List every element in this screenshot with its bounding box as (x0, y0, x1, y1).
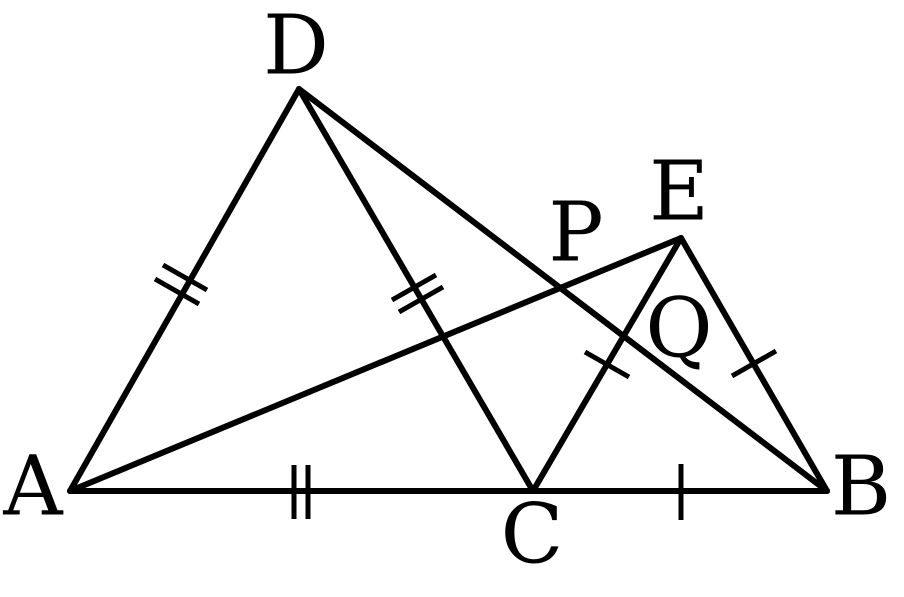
label-D: D (263, 0, 329, 94)
double-tick-AC (291, 465, 311, 519)
single-tick-EB (730, 348, 778, 379)
label-A: A (2, 440, 64, 535)
single-tick-CE (583, 349, 631, 380)
double-tick-DC (390, 272, 445, 315)
segment-AE (67, 235, 684, 494)
segment-AD (67, 86, 302, 494)
label-B: B (831, 440, 891, 535)
label-Q: Q (645, 282, 712, 377)
label-E: E (649, 145, 709, 240)
label-P: P (548, 186, 603, 281)
double-tick-AD (153, 262, 209, 307)
label-C: C (501, 488, 564, 583)
segment-DC (296, 86, 536, 494)
